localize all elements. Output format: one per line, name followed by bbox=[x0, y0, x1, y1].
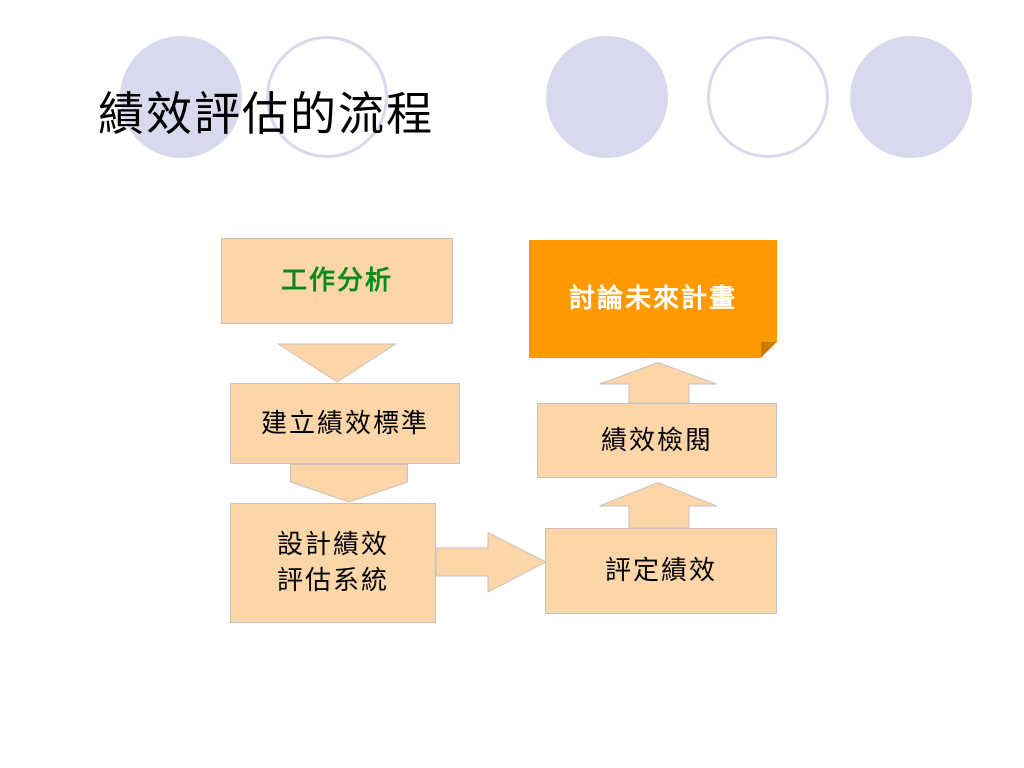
step-design-system: 設計績效 評估系統 bbox=[230, 503, 436, 623]
step-review: 績效檢閱 bbox=[537, 403, 777, 478]
arrow-down-2 bbox=[290, 464, 408, 503]
arrow-up-2 bbox=[599, 361, 717, 404]
step-evaluate-label: 評定績效 bbox=[604, 556, 717, 586]
page-title: 績效評估的流程 bbox=[98, 87, 434, 141]
step-set-standards: 建立績效標準 bbox=[230, 383, 460, 464]
decor-circle-1 bbox=[120, 36, 242, 158]
decor-circle-5 bbox=[850, 36, 972, 158]
decor-circle-2 bbox=[266, 36, 388, 158]
step-future-plan: 討論未來計畫 bbox=[529, 240, 777, 358]
arrow-down-2-head bbox=[290, 464, 408, 503]
step-set-standards-label: 建立績效標準 bbox=[260, 408, 429, 439]
step-evaluate: 評定績效 bbox=[545, 528, 777, 614]
step-design-system-line2: 評估系統 bbox=[276, 566, 389, 596]
step-job-analysis: 工作分析 bbox=[221, 238, 453, 324]
step-review-label: 績效檢閱 bbox=[600, 425, 713, 456]
step-design-system-line1: 設計績效 bbox=[276, 530, 389, 560]
decor-circle-4 bbox=[707, 36, 829, 158]
folded-corner-icon bbox=[761, 342, 777, 358]
step-job-analysis-label: 工作分析 bbox=[280, 266, 393, 296]
arrow-up-1-head bbox=[599, 481, 717, 529]
step-future-plan-label: 討論未來計畫 bbox=[568, 284, 737, 314]
arrow-down-1-head bbox=[276, 343, 398, 383]
arrow-down-1 bbox=[276, 343, 398, 383]
arrow-up-1 bbox=[599, 481, 717, 529]
decor-circle-3 bbox=[546, 36, 668, 158]
arrow-up-2-head bbox=[599, 361, 717, 404]
arrow-right-head bbox=[435, 531, 548, 593]
arrow-right bbox=[435, 531, 548, 593]
